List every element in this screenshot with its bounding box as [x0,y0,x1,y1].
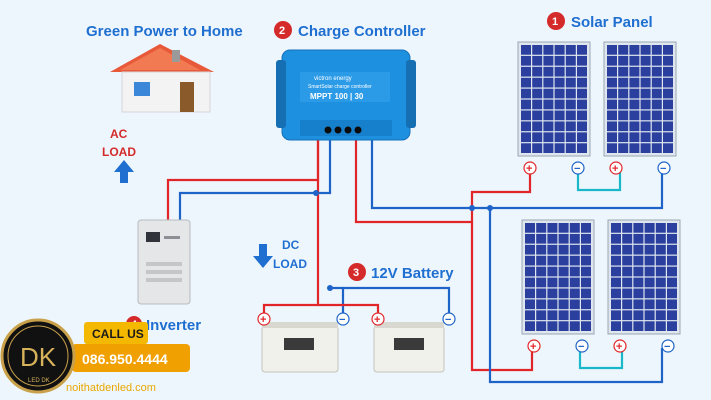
battery1-minus-label: − [339,314,345,326]
solar-panel-top-left-plus-terminal [523,161,537,175]
solar-panel-number: 1 [552,16,558,28]
solar-panel-bottom-right-minus-terminal [661,339,675,353]
promo-website[interactable]: noithatdenled.com [66,382,156,394]
logo-subtext: LED DK [28,378,50,384]
solar-panel-top-right-plus-label: + [612,163,618,175]
controller-model: MPPT 100 | 30 [310,92,364,101]
logo-letters: DK [20,342,57,372]
call-us-label: CALL US [92,327,144,341]
battery2-minus-label: − [445,314,451,326]
solar-panel-top-right-plus-terminal [609,161,623,175]
wire-series-bottom [578,348,624,370]
solar-panel-top-left: +− [517,41,591,175]
wire-controller-inverter-blue [178,138,332,222]
wire-controller-panel-blue [370,138,664,210]
inverter-label: Inverter [146,317,201,334]
solar-panel-top-left-minus-label: − [574,163,580,175]
solar-panel-bottom-right-plus-terminal [613,339,627,353]
charge-controller-label-group: 2 Charge Controller [274,21,426,40]
solar-panel-top-right: +− [603,41,677,175]
solar-panel-bottom-left-minus-label: − [578,341,584,353]
controller-brand: victron energy [314,76,352,82]
ac-load-line1: AC [110,127,128,141]
solar-panel-bottom-left: +− [521,219,595,353]
charge-controller-number: 2 [279,25,285,37]
solar-panels: +−+−+−+− [517,41,681,353]
wire-controller-panel-red [354,138,532,224]
solar-panel-label-group: 1 Solar Panel [547,12,653,31]
solar-panel-bottom-left-plus-label: + [530,341,536,353]
battery-2 [373,322,445,373]
wire-battery2-blue [343,286,451,318]
solar-panel-bottom-right: +− [607,219,681,353]
dc-load-line1: DC [282,238,300,252]
solar-panel-top-right-minus-label: − [660,163,666,175]
solar-panel-bottom-right-minus-label: − [664,341,670,353]
wire-battery-red [262,138,320,318]
logo-badge: DK LED DK [0,318,76,394]
wire-controller-inverter-red [166,138,320,222]
inverter-device [137,219,191,305]
wire-junctions [313,190,493,291]
promo-phone[interactable]: 086.950.4444 [82,351,168,367]
battery-label: 12V Battery [371,265,454,282]
battery-number: 3 [353,267,359,279]
solar-panel-bottom-right-plus-label: + [616,341,622,353]
house-icon [110,44,214,113]
battery-label-group: 3 12V Battery [348,263,454,282]
solar-panel-top-left-minus-terminal [571,161,585,175]
green-power-title: Green Power to Home [86,23,243,40]
arrow-down-icon [253,244,273,268]
wire-panel-bottom-red [470,222,534,372]
solar-panel-top-left-plus-label: + [526,163,532,175]
battery-terminals: + − + − [257,312,456,326]
battery1-plus-label: + [260,314,266,326]
charge-controller-device: victron energy SmartSolar charge control… [276,49,416,141]
ac-load-line2: LOAD [102,145,136,159]
battery-1 [261,322,339,373]
wire-series-top [576,168,622,192]
controller-model-line: SmartSolar charge controller [308,84,372,90]
wire-panel-bottom-blue [488,208,664,384]
battery2-plus-label: + [374,314,380,326]
solar-panel-bottom-left-minus-terminal [575,339,589,353]
arrow-up-icon [114,160,134,183]
promo-overlay: CALL US 086.950.4444 noithatdenled.com D… [0,318,190,394]
charge-controller-label: Charge Controller [298,23,426,40]
dc-load-line2: LOAD [273,257,307,271]
solar-panel-top-right-minus-terminal [657,161,671,175]
solar-panel-bottom-left-plus-terminal [527,339,541,353]
solar-panel-label: Solar Panel [571,14,653,31]
